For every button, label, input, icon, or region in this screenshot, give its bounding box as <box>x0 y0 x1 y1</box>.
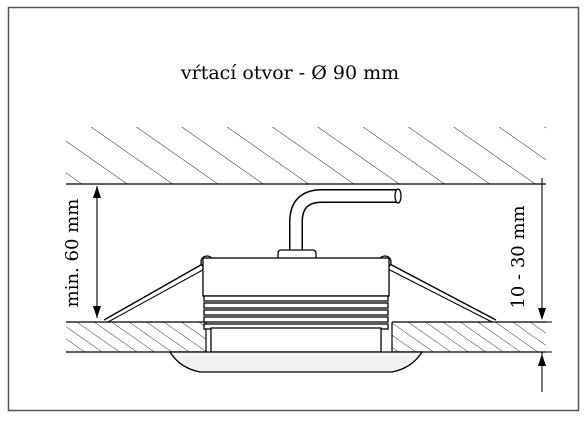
recessed-light-fixture <box>103 188 497 373</box>
cooling-fins <box>203 295 389 330</box>
drill-hole-label: vŕtací otvor - Ø 90 mm <box>180 62 399 84</box>
housing-body <box>210 327 382 353</box>
min-depth-label: min. 60 mm <box>62 199 83 308</box>
dimension-right <box>530 178 552 392</box>
bezel <box>168 351 424 373</box>
ceiling-slab <box>66 127 546 185</box>
spring-clip-right <box>385 261 497 321</box>
cable <box>289 189 398 252</box>
housing-top <box>202 257 390 297</box>
dimension-left <box>93 186 101 318</box>
spring-clip-left <box>103 261 207 321</box>
board-thickness-label: 10 - 30 mm <box>508 205 529 308</box>
frame <box>7 6 580 412</box>
